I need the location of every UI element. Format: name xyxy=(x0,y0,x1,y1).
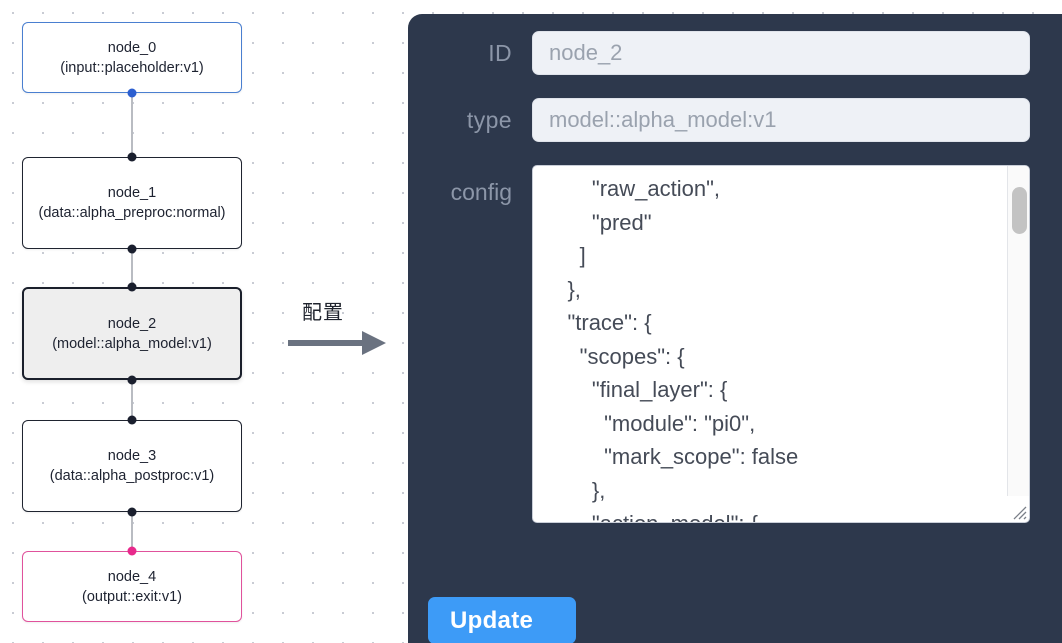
edge-node2-node3 xyxy=(131,380,133,420)
node-title: node_3 xyxy=(107,448,157,464)
config-vertical-scrollbar[interactable] xyxy=(1007,166,1029,496)
id-field-label: ID xyxy=(488,39,512,66)
update-button[interactable]: Update xyxy=(428,597,576,643)
type-field-input[interactable]: model::alpha_model:v1 xyxy=(532,98,1030,142)
type-field-label: type xyxy=(466,106,512,133)
edge-node1-node2 xyxy=(131,249,133,287)
node_1-output-handle[interactable] xyxy=(127,244,137,254)
node_1-input-handle[interactable] xyxy=(127,152,137,162)
node_4-input-handle[interactable] xyxy=(127,546,137,556)
node-title: node_4 xyxy=(107,568,157,585)
right-arrow-icon xyxy=(288,331,386,355)
graph-node-node_0[interactable]: node_0 (input::placeholder:v1) xyxy=(22,22,242,93)
node-title: node_1 xyxy=(107,185,157,201)
config-field-label: config xyxy=(450,179,512,205)
node_2-input-handle[interactable] xyxy=(127,282,137,292)
node_3-input-handle[interactable] xyxy=(127,415,137,425)
node_0-output-handle[interactable] xyxy=(127,88,137,98)
field-row-config: config xyxy=(408,165,1062,523)
node-subtitle: (output::exit:v1) xyxy=(82,588,182,605)
node_2-output-handle[interactable] xyxy=(127,375,137,385)
node-subtitle: (model::alpha_model:v1) xyxy=(52,335,212,352)
edge-node0-node1 xyxy=(131,93,133,157)
node-subtitle: (data::alpha_preproc:normal) xyxy=(38,205,226,221)
graph-node-node_1[interactable]: node_1 (data::alpha_preproc:normal) xyxy=(22,157,242,249)
field-row-id: ID node_2 xyxy=(408,31,1062,75)
graph-node-node_3[interactable]: node_3 (data::alpha_postproc:v1) xyxy=(22,420,242,512)
graph-node-node_2[interactable]: node_2 (model::alpha_model:v1) xyxy=(22,287,242,380)
node-subtitle: (data::alpha_postproc:v1) xyxy=(49,468,215,484)
graph-node-node_4[interactable]: node_4 (output::exit:v1) xyxy=(22,551,242,622)
edge-node3-node4 xyxy=(131,512,133,551)
node_3-output-handle[interactable] xyxy=(127,507,137,517)
node-inspector-panel: ID node_2 type model::alpha_model:v1 con… xyxy=(408,14,1062,643)
config-scrollbar-thumb[interactable] xyxy=(1012,187,1027,234)
resize-grip-icon[interactable] xyxy=(1008,501,1028,521)
node-title: node_0 xyxy=(107,39,157,56)
config-textarea-wrapper xyxy=(532,165,1030,523)
id-field-input[interactable]: node_2 xyxy=(532,31,1030,75)
field-row-type: type model::alpha_model:v1 xyxy=(408,98,1062,142)
node-subtitle: (input::placeholder:v1) xyxy=(60,59,204,76)
transition-label: 配置 xyxy=(302,300,344,324)
node-title: node_2 xyxy=(107,315,157,332)
transition-group: 配置 xyxy=(288,296,398,366)
config-textarea[interactable] xyxy=(533,166,1029,522)
